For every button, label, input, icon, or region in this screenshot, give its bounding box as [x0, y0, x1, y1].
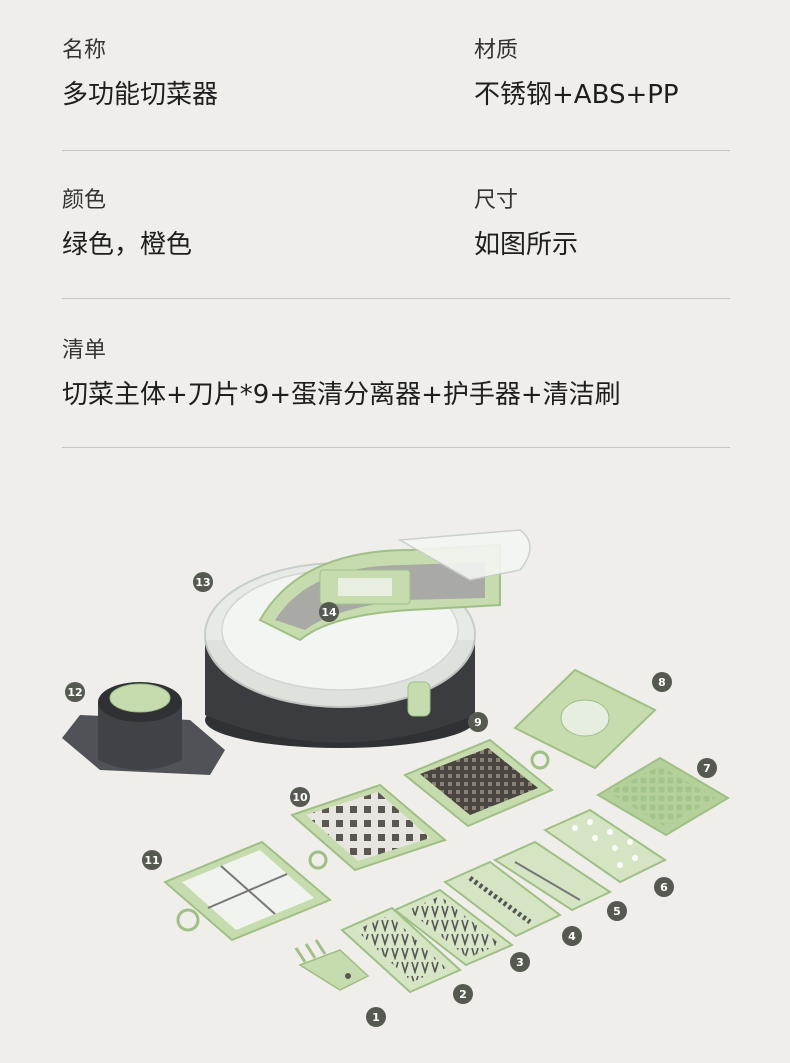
badge-5: 5 — [607, 901, 627, 921]
spec-list: 清单 切菜主体+刀片*9+蛋清分离器+护手器+清洁刷 — [62, 338, 621, 410]
fine-dicing-blade — [403, 738, 554, 828]
svg-text:4: 4 — [568, 930, 576, 943]
divider — [62, 150, 730, 151]
spec-list-label: 清单 — [62, 338, 107, 363]
spec-color-value: 绿色，橙色 — [62, 230, 193, 260]
badge-4: 4 — [562, 926, 582, 946]
badge-1: 1 — [366, 1007, 386, 1027]
badge-6: 6 — [654, 877, 674, 897]
julienne-plate — [443, 860, 562, 938]
svg-text:5: 5 — [613, 905, 621, 918]
divider — [62, 298, 730, 299]
svg-text:9: 9 — [474, 716, 482, 729]
spike-plate — [596, 756, 730, 837]
badge-12: 12 — [65, 682, 85, 702]
svg-text:7: 7 — [703, 762, 711, 775]
large-dicing-blade — [290, 783, 448, 872]
wedge-blade — [163, 840, 332, 942]
badge-10: 10 — [290, 787, 310, 807]
spec-color-label: 颜色 — [62, 188, 107, 213]
egg-separator-plate — [513, 668, 657, 770]
cleaning-brush — [294, 939, 370, 991]
part-badges: 13 14 12 8 9 7 10 11 6 5 4 3 2 1 — [65, 572, 717, 1027]
svg-text:1: 1 — [372, 1011, 380, 1024]
badge-11: 11 — [142, 850, 162, 870]
spec-name-label: 名称 — [62, 38, 107, 63]
spec-size-value: 如图所示 — [474, 230, 579, 260]
badge-7: 7 — [697, 758, 717, 778]
divider — [62, 447, 730, 448]
svg-text:13: 13 — [195, 576, 210, 589]
spec-color: 颜色 绿色，橙色 — [62, 188, 193, 260]
svg-text:6: 6 — [660, 881, 668, 894]
product-illustration: 13 14 12 8 9 7 10 11 6 5 4 3 2 1 — [62, 529, 730, 1027]
spec-material: 材质 不锈钢+ABS+PP — [474, 38, 679, 110]
spec-name: 名称 多功能切菜器 — [62, 38, 219, 110]
badge-13: 13 — [193, 572, 213, 592]
spec-material-label: 材质 — [474, 38, 519, 63]
spec-list-value: 切菜主体+刀片*9+蛋清分离器+护手器+清洁刷 — [62, 380, 621, 410]
svg-text:12: 12 — [67, 686, 82, 699]
svg-text:8: 8 — [658, 676, 666, 689]
badge-9: 9 — [468, 712, 488, 732]
svg-text:14: 14 — [321, 606, 337, 619]
badge-14: 14 — [319, 602, 339, 622]
hand-guard — [62, 682, 225, 775]
shredder-plate-coarse — [340, 906, 462, 994]
spec-size-label: 尺寸 — [474, 188, 519, 213]
slicing-plate — [492, 840, 613, 912]
svg-text:11: 11 — [144, 854, 159, 867]
badge-3: 3 — [510, 952, 530, 972]
shredder-plate-medium — [393, 888, 514, 967]
svg-text:2: 2 — [459, 988, 467, 1001]
svg-text:3: 3 — [516, 956, 524, 969]
badge-8: 8 — [652, 672, 672, 692]
badge-2: 2 — [453, 984, 473, 1004]
spec-size: 尺寸 如图所示 — [474, 188, 579, 260]
svg-text:10: 10 — [292, 791, 308, 804]
spec-material-value: 不锈钢+ABS+PP — [474, 80, 679, 110]
spec-name-value: 多功能切菜器 — [62, 80, 219, 110]
grater-plate — [542, 808, 668, 884]
